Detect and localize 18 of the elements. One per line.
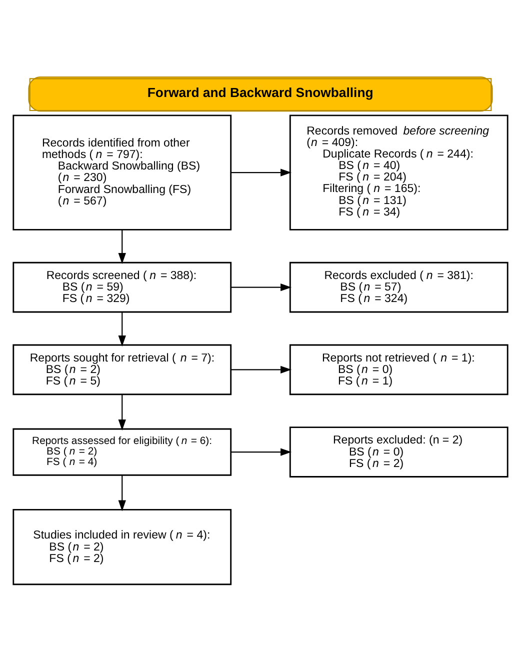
arrow: [118, 229, 126, 264]
node-box: Records screened (n = 388): BS (n = 59) FS (n = 329): [12, 261, 232, 312]
arrow: [230, 168, 292, 176]
arrow: [230, 365, 292, 374]
node-box: Reports excluded: (n = 2) BS (n = 0) FS (n = 2): [288, 426, 508, 477]
arrow: [230, 282, 292, 291]
node-box: Reports sought for retrieval (n = 7): BS (n = 2) FS (n = 5): [12, 344, 232, 395]
diagram-title: Forward and Backward Snowballing: [146, 84, 373, 100]
node-box: Reports assessed for eligibility (n = 6): BS (n = 2) FS (n = 4): [12, 428, 232, 476]
node-box: Reports not retrieved (n = 1): BS (n = 0) FS (n = 1): [288, 344, 508, 395]
node-box: Records excluded (n = 381): BS (n = 57) FS (n = 324): [288, 261, 508, 312]
node-box: Records removed before screening (n = 409): Duplicate Records (n = 244): BS (n = 40) FS (n = 204) Filtering (n = 165): BS (n = 131) FS (n = 34): [288, 114, 508, 230]
node-box: Studies included in review (n = 4): BS (n = 2) FS (n = 2): [12, 508, 232, 585]
node-box: Records identified from other methods (n = 797): Backward Snowballing (BS) (n = 230) Forward Snowballing (FS) (n = 567): [12, 114, 232, 230]
arrow: [118, 394, 126, 430]
arrow: [118, 474, 126, 511]
arrow: [230, 448, 292, 456]
arrow: [118, 312, 126, 346]
